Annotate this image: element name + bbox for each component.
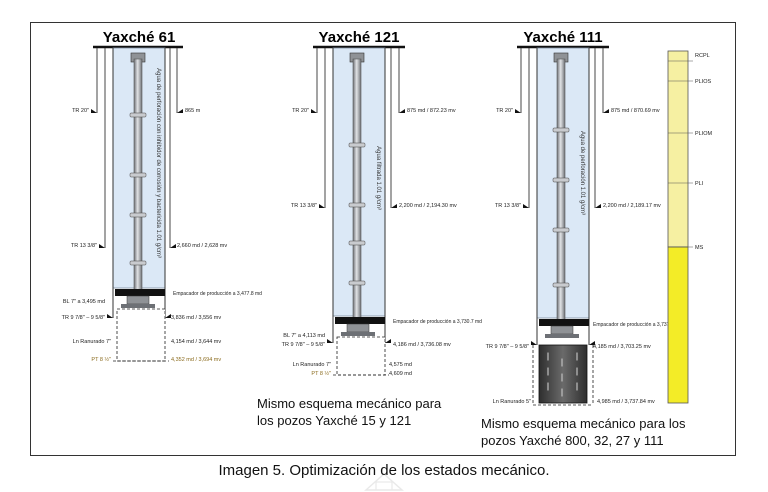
label-casing-13-3-8: TR 13 3/8" [71,243,97,249]
label-depth-td: 4,352 md / 3,694 mv [171,357,221,363]
label-slotted-liner: Ln Ranurado 5" [493,399,531,405]
fluid-label: Agua de perforación con inhibidor de cor… [155,68,161,258]
formation-column: RCPL PLIOS PLIOM PLI MS [667,50,713,404]
well-yaxche-121: Yaxché 121 Agua filtrada 1.01 g/cm³ TR 2… [282,29,483,377]
label-casing-20: TR 20" [496,108,513,114]
well-yaxche-111: Yaxché 111 Agua de perforación [486,29,685,406]
label-depth-20: 875 md / 872.23 mv [407,108,456,114]
label-depth-9-7-8: 3,836 md / 3,556 mv [171,315,221,321]
label-casing-20: TR 20" [72,108,89,114]
label-casing-13-3-8: TR 13 3/8" [291,203,317,209]
note-well-121: Mismo esquema mecánico para los pozos Ya… [257,395,441,429]
tubing [556,58,566,322]
label-td: PT 8 ½" [91,356,111,363]
label-depth-9-7-8: 4,186 md / 3,736.08 mv [393,342,451,348]
label-liner-hanger: BL 7" a 3,495 md [63,299,105,305]
production-packer [335,317,385,324]
well-diagram: Yaxché 61 Agua de perforación con inhibi… [62,29,713,406]
label-casing-13-3-8: TR 13 3/8" [495,203,521,209]
slotted-liner [116,308,166,362]
note-well-111: Mismo esquema mecánico para los pozos Ya… [481,415,685,449]
label-depth-liner: 4,154 md / 3,644 mv [171,339,221,345]
label-td: PT 8 ½" [311,370,331,377]
label-liner-hanger: BL 7" a 4,113 md [283,333,325,339]
label-packer: Empacador de producción a 3,477.8 md [173,291,262,297]
fluid-label: Agua de perforación 1.01 g/cm³ [579,131,585,215]
label-depth-20: 875 md / 870.69 mv [611,108,660,114]
label-depth-13-3-8: 2,660 md / 2,628 mv [177,243,227,249]
label-packer: Empacador de producción a 3,730.7 md [393,319,482,325]
label-casing-9-7-8: TR 9 7/8" – 9 5/8" [486,344,529,350]
label-depth-td: 4,609 md [389,371,412,377]
label-depth-td: 4,985 md / 3,737.84 mv [597,399,655,405]
well-title: Yaxché 61 [103,29,176,46]
well-title: Yaxché 111 [523,29,602,46]
well-title: Yaxché 121 [319,29,400,46]
formation-ms: MS [695,245,704,251]
note-line: pozos Yaxché 800, 32, 27 y 111 [481,433,664,448]
label-casing-20: TR 20" [292,108,309,114]
formation-pli: PLI [695,181,704,187]
label-casing-9-7-8: TR 9 7/8" – 9 5/8" [282,342,325,348]
formation-rcpl: RCPL [695,53,710,59]
slotted-liner [538,344,588,404]
label-casing-9-7-8: TR 9 7/8" – 9 5/8" [62,315,105,321]
production-packer [115,289,165,296]
label-packer: Empacador de producción a 3,737.31 md [593,322,685,328]
well-yaxche-61: Yaxché 61 Agua de perforación con inhibi… [62,29,263,363]
tubing [352,58,362,320]
note-line: los pozos Yaxché 15 y 121 [257,413,412,428]
label-slotted-liner: Ln Ranurado 7" [293,362,331,368]
fluid-label: Agua filtrada 1.01 g/cm³ [375,146,381,210]
slotted-liner [336,336,386,376]
label-depth-13-3-8: 2,200 md / 2,194.30 mv [399,203,457,209]
label-slotted-liner: Ln Ranurado 7" [73,339,111,345]
label-depth-liner: 4,575 md [389,362,412,368]
diagram-frame: Yaxché 61 Agua de perforación con inhibi… [30,22,736,456]
formation-pliom: PLIOM [695,131,713,137]
figure-caption: Imagen 5. Optimización de los estados me… [218,462,550,479]
label-depth-9-7-8: 4,185 md / 3,703.25 mv [593,344,651,350]
label-depth-13-3-8: 2,200 md / 2,189.17 mv [603,203,661,209]
formation-plios: PLIOS [695,79,712,85]
note-line: Mismo esquema mecánico para los [481,416,686,431]
note-line: Mismo esquema mecánico para [257,396,442,411]
label-depth-20: 865 m [185,108,201,114]
watermark-emblem-icon [364,472,404,491]
production-packer [539,319,589,326]
